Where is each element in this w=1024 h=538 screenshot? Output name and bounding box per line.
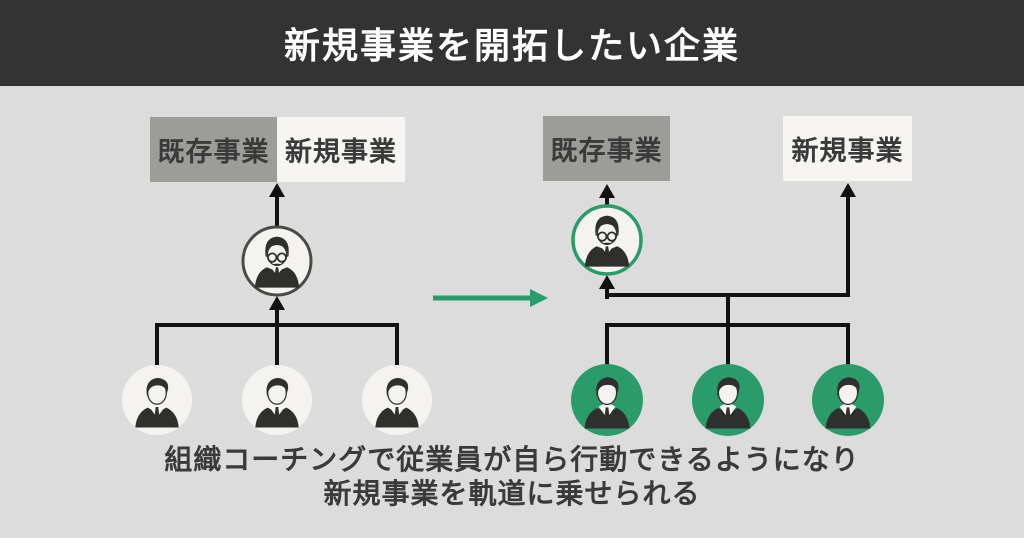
after-org-chart (571, 183, 884, 436)
caption-line-1: 組織コーチングで従業員が自ら行動できるようになり (164, 444, 860, 475)
before-new-business-label: 新規事業 (285, 137, 397, 167)
page-title: 新規事業を開拓したい企業 (283, 25, 740, 66)
up-arrowhead (840, 183, 856, 197)
team-connector-line (605, 323, 850, 368)
after-new-business-box: 新規事業 (783, 116, 912, 181)
up-arrowhead (269, 296, 285, 310)
header-banner: 新規事業を開拓したい企業 (0, 0, 1024, 86)
up-arrowhead (599, 275, 615, 289)
before-existing-business-box: 既存事業 (150, 117, 277, 182)
up-arrowhead (269, 183, 285, 197)
up-arrowhead (599, 184, 615, 198)
before-org-chart (122, 183, 432, 435)
transform-arrow-icon (433, 289, 548, 307)
after-existing-business-label: 既存事業 (550, 136, 663, 166)
before-new-business-box: 新規事業 (277, 117, 405, 182)
caption-line-2: 新規事業を軌道に乗せられる (323, 478, 701, 509)
branch-to-new-business-line (605, 195, 850, 297)
after-new-business-label: 新規事業 (791, 136, 904, 166)
caption: 組織コーチングで従業員が自ら行動できるようになり 新規事業を軌道に乗せられる (0, 443, 1024, 511)
before-existing-business-label: 既存事業 (157, 137, 270, 167)
after-existing-business-box: 既存事業 (543, 116, 670, 181)
team-connector-line (155, 323, 399, 368)
